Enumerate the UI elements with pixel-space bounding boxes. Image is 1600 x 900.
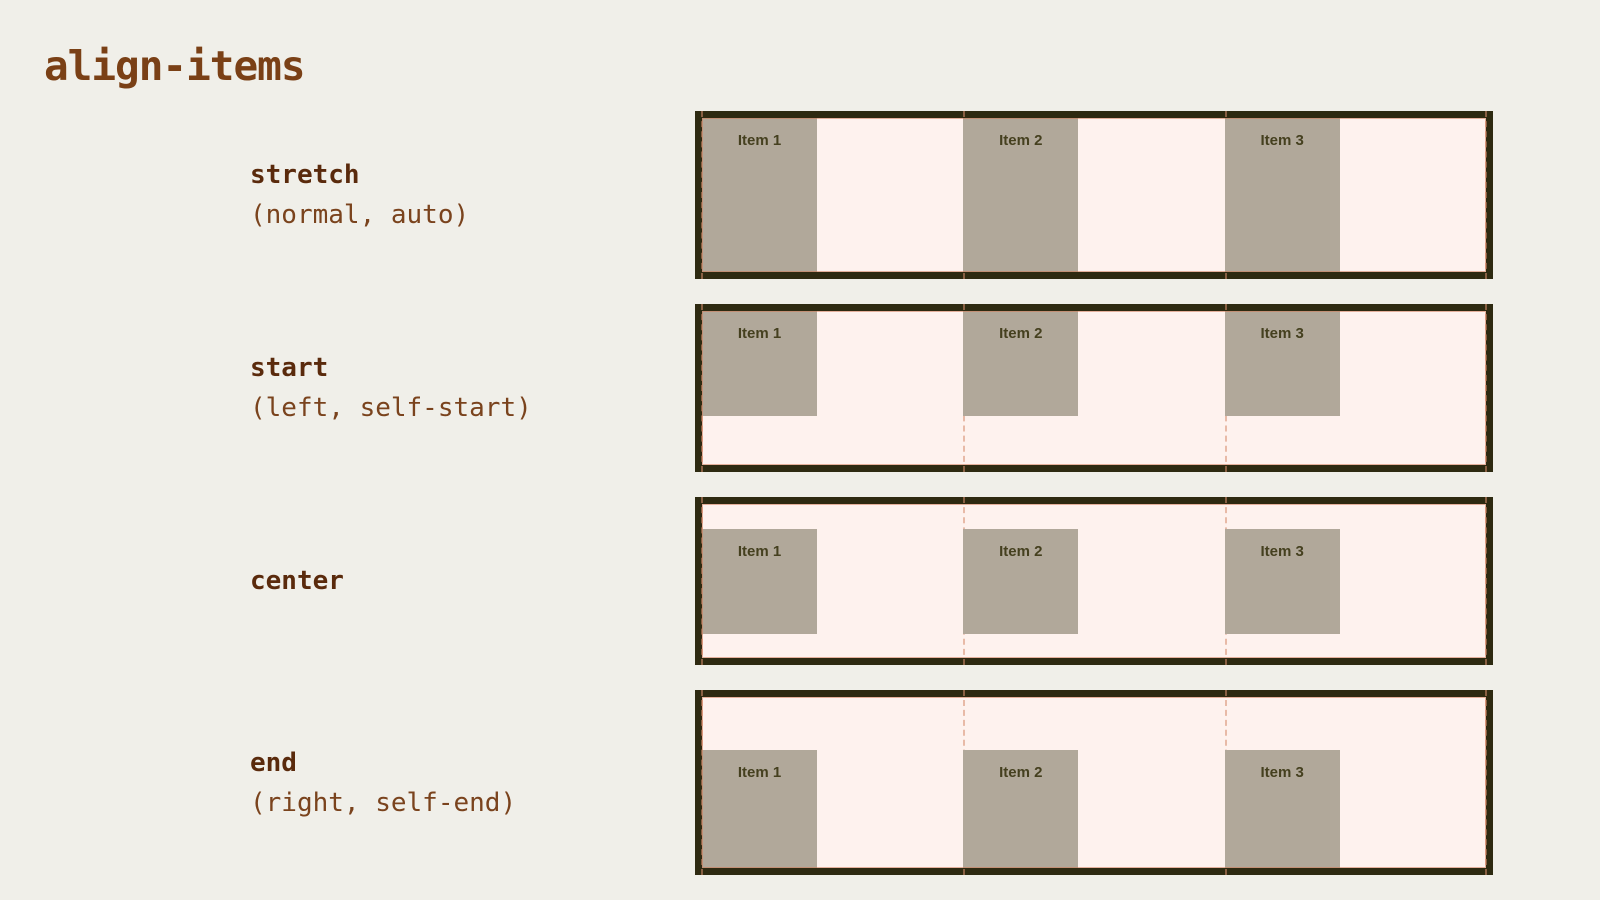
flex-container: Item 1 Item 2 Item 3 [695,304,1493,472]
flex-item: Item 2 [963,528,1079,634]
column-guide [1485,497,1487,665]
flex-item-label: Item 1 [737,542,782,560]
align-value-label: center [250,566,344,596]
flex-item: Item 3 [1224,118,1340,272]
flex-item-label: Item 1 [737,764,782,781]
align-value-aliases: (normal, auto) [250,200,470,230]
flex-item-label: Item 2 [999,764,1043,781]
flex-item-label: Item 3 [1260,325,1304,342]
align-value-label: start [250,353,329,383]
flex-container: Item 1 Item 2 Item 3 [695,690,1493,875]
example-rows: stretch (normal, auto) Item 1 Item 2 Ite… [0,111,1493,875]
flex-item: Item 1 [702,528,817,634]
flex-item: Item 3 [1224,750,1340,868]
flex-item: Item 1 [702,750,817,868]
example-row-center: center Item 1 Item 2 Item 3 [0,497,1493,665]
flex-item: Item 3 [1224,311,1340,416]
align-value-label: end [250,747,297,778]
align-value-label: stretch [250,160,360,190]
flex-item-label: Item 3 [1260,132,1304,149]
row-label: center [0,561,695,601]
flex-item: Item 1 [702,311,817,416]
flex-item-label: Item 2 [999,132,1043,149]
flex-container: Item 1 Item 2 Item 3 [695,497,1493,665]
flex-item-label: Item 3 [1260,764,1304,781]
flex-item-label: Item 3 [1260,542,1304,560]
row-label: end (right, self-end) [0,743,695,823]
example-row-start: start (left, self-start) Item 1 Item 2 I… [0,304,1493,472]
flex-item-label: Item 1 [737,132,782,149]
flex-item-label: Item 2 [999,325,1043,342]
example-row-stretch: stretch (normal, auto) Item 1 Item 2 Ite… [0,111,1493,279]
flex-item: Item 1 [702,118,817,272]
row-label: stretch (normal, auto) [0,155,695,235]
flex-container: Item 1 Item 2 Item 3 [695,111,1493,279]
row-label: start (left, self-start) [0,348,695,428]
flex-item: Item 2 [963,118,1079,272]
flex-item: Item 2 [963,750,1079,868]
flex-item-label: Item 2 [999,542,1043,560]
flex-item: Item 3 [1224,528,1340,634]
column-guide [1485,690,1487,875]
column-guide [1485,304,1487,472]
align-value-aliases: (right, self-end) [250,787,517,818]
column-guide [1485,111,1487,279]
align-value-aliases: (left, self-start) [250,393,532,423]
page-title: align-items [44,42,306,90]
flex-item-label: Item 1 [737,325,782,342]
flex-item: Item 2 [963,311,1079,416]
example-row-end: end (right, self-end) Item 1 Item 2 Item… [0,690,1493,875]
